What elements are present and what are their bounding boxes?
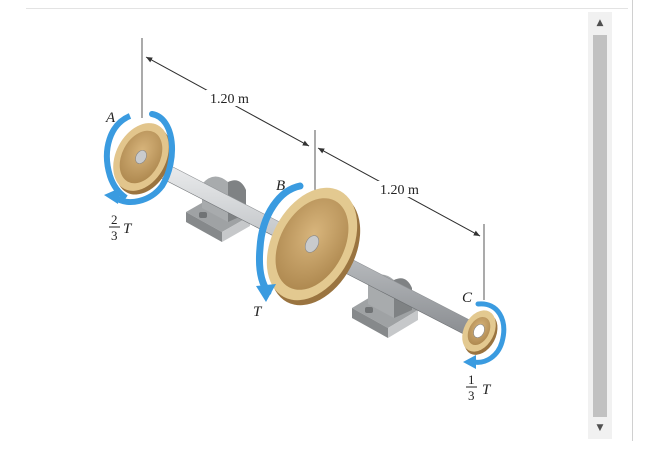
scroll-down-button[interactable]: ▼: [588, 417, 612, 439]
torque-label-a: 2 3 T: [109, 212, 133, 243]
torque-label-c: 1 3 T: [466, 372, 492, 403]
label-b: B: [276, 178, 285, 194]
vertical-scrollbar[interactable]: ▲ ▼: [588, 12, 612, 439]
torque-c-denominator: 3: [468, 388, 475, 403]
label-c: C: [462, 290, 473, 306]
dimension-label-bc-bg: [376, 181, 432, 197]
torque-c-numerator: 1: [468, 372, 475, 387]
disk-c: [462, 310, 498, 355]
content-top-border: [26, 8, 628, 9]
torque-c-symbol: T: [482, 382, 492, 398]
torque-arrow-a-front: [103, 113, 132, 201]
bearing-right: [352, 274, 418, 338]
dimension-label-ab-bg: [206, 90, 262, 106]
disk-b: [266, 187, 361, 306]
dimension-label-ab: 1.20 m: [210, 92, 249, 107]
dimension-label-bc: 1.20 m: [380, 183, 419, 198]
torque-a-numerator: 2: [111, 212, 118, 227]
scrollbar-thumb[interactable]: [593, 35, 607, 417]
triangle-down-icon: ▼: [596, 423, 604, 433]
shaft-torque-figure: 1.20 m 1.20 m: [103, 38, 507, 403]
torque-label-b: T: [253, 304, 263, 320]
torque-arrowhead-a: [104, 188, 120, 204]
triangle-up-icon: ▲: [596, 18, 604, 28]
torque-arrow-b: [256, 182, 304, 296]
torque-a-denominator: 3: [111, 228, 118, 243]
scroll-up-button[interactable]: ▲: [588, 12, 612, 34]
panel-right-border: [632, 0, 633, 441]
disk-a: [113, 123, 172, 195]
torque-arrow-a: [113, 111, 176, 205]
torque-arrow-c: [471, 301, 507, 365]
label-a: A: [105, 110, 116, 126]
torque-arrowhead-b: [256, 284, 276, 302]
torque-a-symbol: T: [123, 221, 133, 237]
torque-arrowhead-c: [463, 355, 476, 369]
